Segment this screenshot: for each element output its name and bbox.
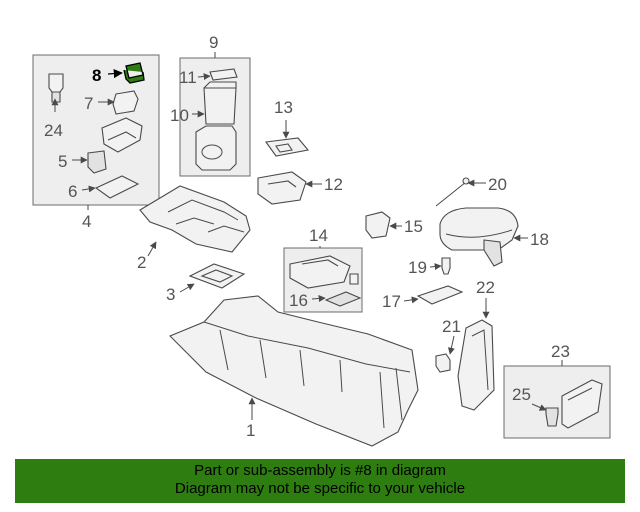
parts-diagram: 1 2 3 4 5 6 7 8 9 10 11 12 13 14 15 16 1…	[32, 33, 611, 447]
callout-19: 19	[408, 258, 427, 277]
banner-line-1: Part or sub-assembly is #8 in diagram	[194, 462, 446, 479]
callout-5: 5	[58, 152, 67, 171]
callout-22: 22	[476, 278, 495, 297]
callout-8: 8	[92, 66, 101, 85]
part-11-icon	[209, 68, 238, 81]
part-10-icon	[203, 81, 237, 125]
callout-17: 17	[382, 292, 401, 311]
part-19-icon	[441, 257, 451, 275]
part-1-icon	[169, 295, 419, 447]
callout-9: 9	[209, 33, 218, 52]
callout-16: 16	[289, 291, 308, 310]
banner-line-2: Diagram may not be specific to your vehi…	[174, 480, 466, 497]
part-5-icon	[87, 150, 107, 174]
part-14-insert-icon	[289, 255, 351, 289]
part-25-icon	[545, 407, 559, 427]
part-7-icon	[112, 90, 139, 115]
clip-icon	[349, 273, 359, 285]
part-16-icon	[324, 291, 362, 307]
callout-1: 1	[246, 421, 255, 440]
callout-21: 21	[442, 317, 461, 336]
part-21-icon	[435, 353, 451, 373]
callout-25: 25	[512, 385, 531, 404]
cup-holder-insert-icon	[195, 125, 237, 171]
callout-23: 23	[551, 342, 570, 361]
part-17-icon	[416, 285, 464, 305]
callout-4: 4	[82, 212, 91, 231]
callout-6: 6	[68, 182, 77, 201]
leader-lines	[51, 52, 563, 420]
part-13-icon	[265, 137, 310, 157]
part-18-icon	[439, 207, 519, 251]
part-2-icon	[139, 185, 251, 253]
callout-12: 12	[324, 175, 343, 194]
part-3-icon	[188, 263, 246, 289]
part-20-icon	[435, 181, 467, 207]
part-8-icon	[123, 62, 145, 84]
part-12-icon	[257, 171, 307, 205]
callout-20: 20	[488, 175, 507, 194]
callout-3: 3	[166, 285, 175, 304]
part-15-icon	[365, 211, 391, 239]
callout-7: 7	[84, 94, 93, 113]
callout-18: 18	[530, 230, 549, 249]
part-6-icon	[94, 175, 140, 199]
callout-14: 14	[309, 226, 328, 245]
callout-15: 15	[404, 217, 423, 236]
callout-24: 24	[44, 121, 63, 140]
info-banner: Part or sub-assembly is #8 in diagram Di…	[15, 459, 625, 503]
part-23-icon	[561, 379, 603, 429]
callout-10: 10	[170, 106, 189, 125]
callout-2: 2	[137, 253, 146, 272]
callout-11: 11	[179, 68, 197, 87]
callout-13: 13	[274, 98, 293, 117]
part-4-icon	[101, 117, 143, 153]
